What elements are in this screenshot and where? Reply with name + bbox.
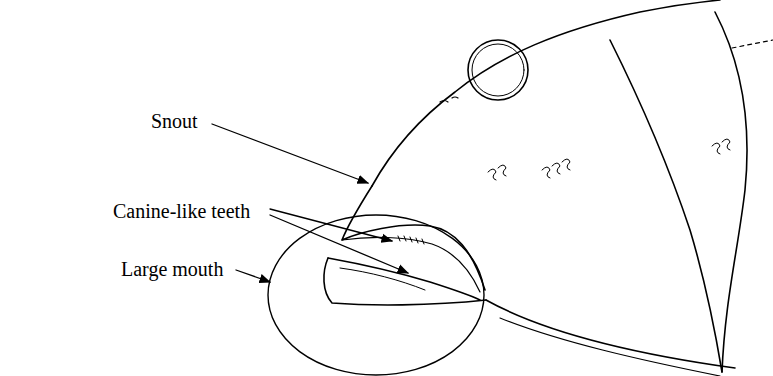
- scale-mark: [542, 159, 570, 178]
- lower-teeth: [340, 268, 425, 290]
- throat-line: [500, 318, 720, 376]
- leader-line: [270, 209, 392, 241]
- scale-mark: [488, 165, 506, 180]
- highlight-ellipse: [268, 215, 484, 375]
- nostril: [440, 97, 458, 102]
- gill-edge: [715, 12, 747, 372]
- gill-cover: [610, 40, 722, 372]
- head-outline: [372, 0, 720, 186]
- eye-ring: [468, 40, 528, 100]
- part-label: Canine-like teeth: [112, 200, 251, 222]
- part-label: Large mouth: [120, 258, 224, 280]
- eye-inner-ring: [472, 44, 524, 96]
- lower-jaw-top: [328, 258, 480, 300]
- throat-outline: [486, 300, 735, 368]
- leader-line: [212, 124, 368, 183]
- scale-mark: [712, 139, 730, 154]
- upper-teeth: [398, 236, 424, 244]
- leader-line: [236, 270, 270, 282]
- part-label: Snout: [150, 110, 199, 132]
- lower-jaw: [324, 258, 486, 305]
- dorsal-line: [732, 40, 773, 48]
- leader-line: [270, 215, 408, 273]
